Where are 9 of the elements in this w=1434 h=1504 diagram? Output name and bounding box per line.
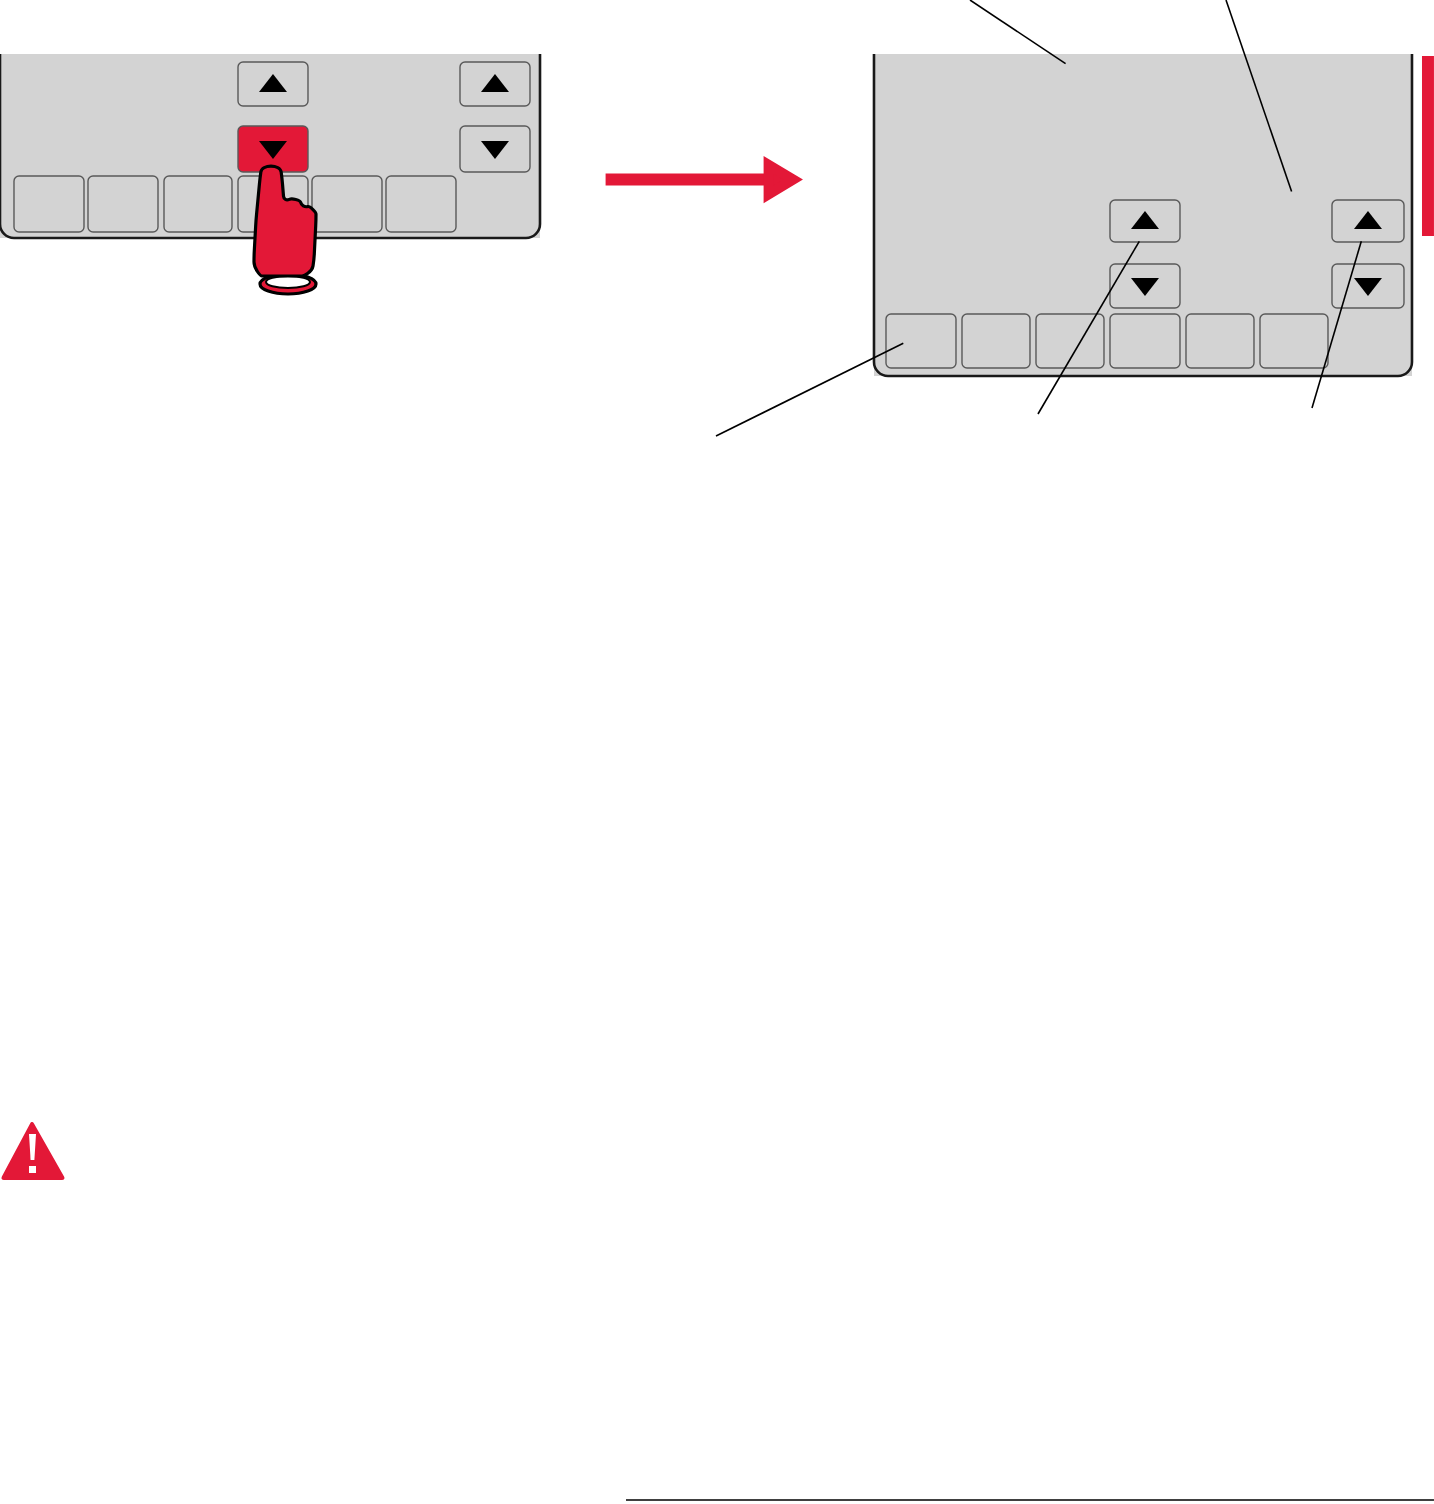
leader-line (1225, 0, 1293, 193)
softkey-button (885, 313, 957, 369)
up-button (1109, 199, 1181, 243)
leader-line (715, 342, 905, 437)
leader-line (969, 0, 1067, 65)
leader-line (1311, 240, 1363, 409)
down-button (1109, 263, 1181, 309)
down-button (1331, 263, 1405, 309)
up-button (1331, 199, 1405, 243)
